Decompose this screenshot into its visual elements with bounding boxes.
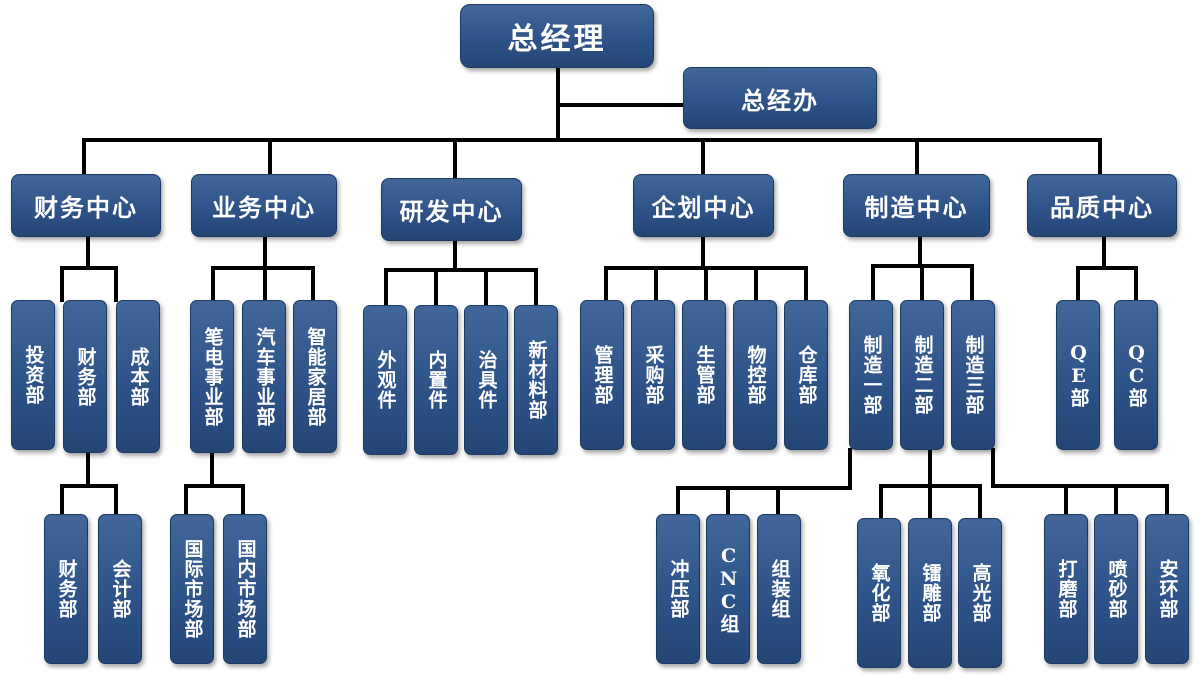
node-warehouse-dept[interactable]: 仓库部: [784, 300, 828, 450]
node-mfg-dept-3[interactable]: 制造三部: [951, 300, 995, 450]
node-production-mgmt-dept[interactable]: 生管部: [682, 300, 726, 450]
node-manufacturing-center[interactable]: 制造中心: [843, 174, 990, 237]
node-mfg-dept-2[interactable]: 制造二部: [900, 300, 944, 450]
node-engraving-dept[interactable]: 镭雕部: [908, 518, 952, 668]
node-sandblasting-dept[interactable]: 喷砂部: [1094, 514, 1138, 664]
node-finance-subdept[interactable]: 财务部: [44, 514, 88, 664]
node-intl-market-dept[interactable]: 国际市场部: [170, 514, 214, 664]
node-qe-dept[interactable]: QE部: [1056, 300, 1100, 450]
node-grinding-dept[interactable]: 打磨部: [1044, 514, 1088, 664]
node-rnd-center[interactable]: 研发中心: [381, 178, 522, 241]
node-finance-dept[interactable]: 财务部: [63, 300, 107, 453]
node-business-center[interactable]: 业务中心: [191, 174, 337, 237]
node-appearance-parts[interactable]: 外观件: [363, 305, 407, 455]
node-polishing-dept[interactable]: 高光部: [958, 518, 1002, 668]
node-general-office[interactable]: 总经办: [683, 67, 877, 129]
node-auto-unit[interactable]: 汽车事业部: [242, 300, 286, 453]
node-cost-dept[interactable]: 成本部: [116, 300, 160, 453]
node-oxidation-dept[interactable]: 氧化部: [857, 518, 901, 668]
node-planning-center[interactable]: 企划中心: [633, 174, 774, 237]
node-new-material-dept[interactable]: 新材料部: [514, 305, 558, 455]
node-management-dept[interactable]: 管理部: [580, 300, 624, 450]
node-accounting-dept[interactable]: 会计部: [98, 514, 142, 664]
node-quality-center[interactable]: 品质中心: [1027, 174, 1177, 237]
node-domestic-market-dept[interactable]: 国内市场部: [223, 514, 267, 664]
node-purchasing-dept[interactable]: 采购部: [631, 300, 675, 450]
node-stamping-dept[interactable]: 冲压部: [656, 514, 700, 664]
node-finance-center[interactable]: 财务中心: [11, 174, 161, 237]
node-smart-home-unit[interactable]: 智能家居部: [293, 300, 337, 453]
node-investment-dept[interactable]: 投资部: [11, 300, 55, 450]
node-ceo[interactable]: 总经理: [460, 4, 654, 68]
node-interior-parts[interactable]: 内置件: [414, 305, 458, 455]
node-mfg-dept-1[interactable]: 制造一部: [849, 300, 893, 450]
node-cnc-group[interactable]: CNC组: [706, 514, 750, 664]
node-qc-dept[interactable]: QC部: [1114, 300, 1158, 450]
node-pen-unit[interactable]: 笔电事业部: [190, 300, 234, 453]
node-fixture-parts[interactable]: 治具件: [464, 305, 508, 455]
node-safety-env-dept[interactable]: 安环部: [1145, 514, 1189, 664]
node-material-control-dept[interactable]: 物控部: [733, 300, 777, 450]
node-assembly-group[interactable]: 组装组: [757, 514, 801, 664]
